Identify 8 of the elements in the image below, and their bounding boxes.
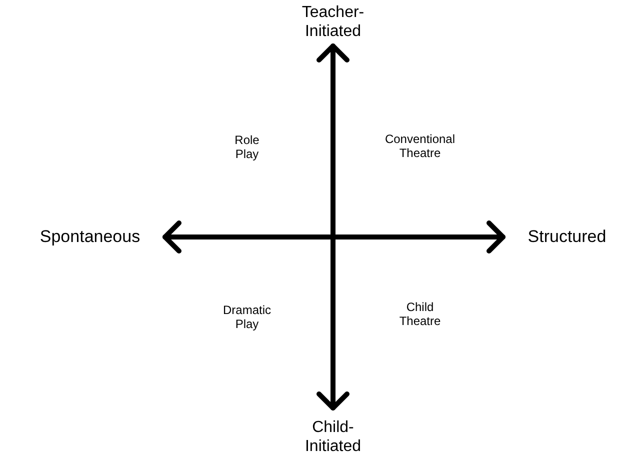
quadrant-label: Dramatic Play <box>222 302 272 332</box>
axis-label: Structured <box>528 226 606 248</box>
axis-label: Child- Initiated <box>304 418 362 456</box>
axis-label: Spontaneous <box>40 226 140 248</box>
quadrant-label: Child Theatre <box>398 300 442 328</box>
quadrant-label: Role Play <box>234 132 260 162</box>
axis-label: Teacher- Initiated <box>300 2 366 42</box>
quadrant-label: Conventional Theatre <box>384 132 456 160</box>
